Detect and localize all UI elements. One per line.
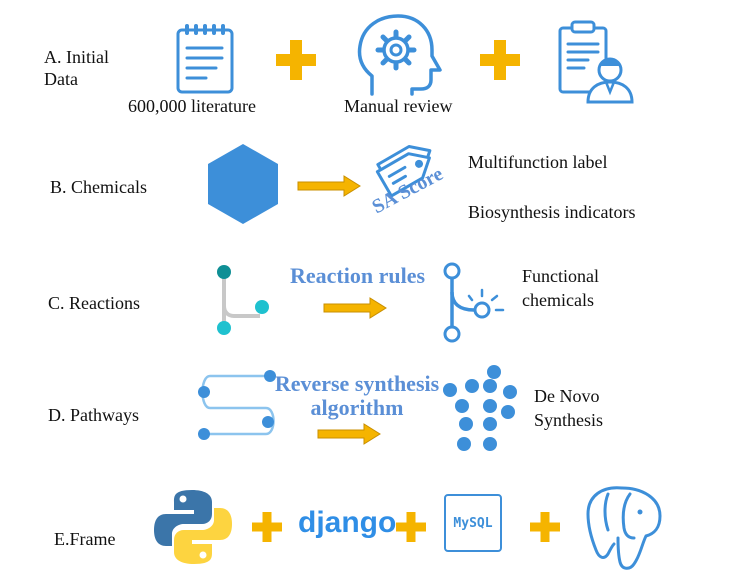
branch-sparkle-icon (443, 262, 505, 343)
mysql-logo: MySQL (444, 494, 502, 552)
de-novo-synthesis: De Novo Synthesis (534, 384, 603, 432)
plus-icon-e2 (396, 512, 426, 542)
denovo-line1: De Novo (534, 386, 600, 406)
row-a-label-line2: Data (44, 69, 78, 89)
plus-icon-e1 (252, 512, 282, 542)
caption-literature: 600,000 literature (128, 96, 256, 116)
hexagon-icon (208, 144, 278, 224)
row-a-label: A. Initial Data (44, 46, 109, 90)
arrow-c (323, 297, 387, 319)
multifunction-label: Multifunction label (468, 152, 608, 172)
functional-chemicals: Functional chemicals (522, 264, 599, 312)
pathway-icon (198, 370, 276, 440)
postgresql-elephant-logo (586, 486, 662, 570)
row-d-label: D. Pathways (48, 405, 139, 425)
python-logo (154, 490, 232, 564)
functional-line2: chemicals (522, 290, 594, 310)
head-gear-icon (357, 14, 442, 96)
network-icon (443, 365, 517, 451)
plus-icon-a2 (480, 40, 520, 80)
row-b-label: B. Chemicals (50, 177, 147, 197)
algorithm-label: Reverse synthesis algorithm (272, 372, 442, 420)
row-a-label-line1: A. Initial (44, 47, 109, 67)
notepad-icon (176, 24, 234, 94)
algorithm-line2: algorithm (310, 395, 404, 420)
biosynthesis-indicators: Biosynthesis indicators (468, 202, 636, 222)
plus-icon-a1 (276, 40, 316, 80)
functional-line1: Functional (522, 266, 599, 286)
document-person-icon (558, 20, 634, 104)
plus-icon-e3 (530, 512, 560, 542)
row-c-label: C. Reactions (48, 293, 140, 313)
django-logo: django (298, 506, 397, 539)
branch-icon (217, 265, 269, 335)
tags-icon (375, 145, 432, 198)
algorithm-line1: Reverse synthesis (274, 371, 440, 396)
mysql-logo-text: MySQL (453, 515, 493, 531)
reaction-rules-label: Reaction rules (290, 263, 426, 288)
arrow-b (297, 175, 361, 197)
row-e-label: E.Frame (54, 529, 116, 549)
denovo-line2: Synthesis (534, 410, 604, 430)
caption-review: Manual review (344, 96, 453, 116)
arrow-d (317, 423, 381, 445)
